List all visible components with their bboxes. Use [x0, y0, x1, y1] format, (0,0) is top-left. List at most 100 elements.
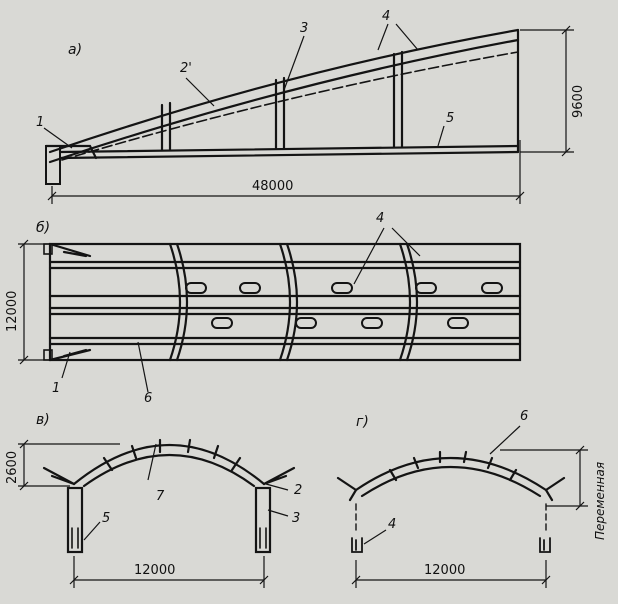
g-callout-4: 4	[388, 517, 396, 532]
a-leader-4	[377, 23, 419, 51]
a-length-ext-lines	[51, 140, 521, 204]
b-skylight	[415, 282, 437, 294]
b-skylight	[295, 317, 317, 329]
v-span-ticks	[69, 575, 269, 585]
g-arch-outer	[354, 457, 548, 492]
a-length-ticks	[47, 191, 525, 201]
b-width-dimension: 12000	[5, 291, 20, 332]
v-left-wing	[42, 466, 76, 486]
g-arch-ribs	[388, 450, 518, 482]
view-v-section	[42, 438, 296, 554]
g-span-dimension: 12000	[424, 563, 465, 578]
b-skylight	[481, 282, 503, 294]
b-left-end-detail	[48, 242, 92, 362]
v-section-label: в)	[36, 412, 50, 428]
a-bottom-chord-bottom	[58, 150, 520, 160]
b-skylight	[185, 282, 207, 294]
b-skylights	[185, 282, 503, 329]
g-right-column-stub	[539, 537, 551, 553]
b-skylight	[211, 317, 233, 329]
a-bottom-chord-top	[58, 144, 520, 154]
g-section-label: г)	[356, 414, 369, 430]
a-callout-3: 3	[300, 21, 308, 36]
a-callout-2: 2'	[180, 61, 192, 76]
a-arch-mid	[48, 38, 520, 164]
a-strut-1	[160, 101, 172, 152]
v-right-column	[254, 486, 272, 554]
v-leader-7	[147, 443, 157, 481]
g-variable-ext-lines	[500, 449, 588, 507]
b-callout-4: 4	[376, 211, 384, 226]
a-height-ext-lines	[520, 29, 574, 153]
b-skylight	[239, 282, 261, 294]
b-callout-6: 6	[144, 391, 152, 406]
a-leader-3	[283, 35, 305, 91]
v-left-column	[66, 486, 84, 554]
v-callout-7: 7	[156, 489, 165, 504]
v-arch-inner	[82, 454, 256, 488]
g-center-lines	[355, 503, 547, 531]
v-span-ext-lines	[73, 556, 265, 588]
a-strut-3	[392, 50, 404, 149]
b-arch-1	[168, 242, 189, 362]
a-leader-2	[185, 77, 215, 107]
a-height-dimension: 9600	[571, 85, 586, 118]
v-callout-2: 2	[294, 483, 302, 498]
b-leader-6	[137, 341, 149, 393]
b-outline	[48, 242, 522, 362]
b-arch-3	[398, 242, 419, 362]
g-span-ticks	[351, 575, 551, 585]
v-arch-ribs	[102, 438, 242, 472]
g-left-column-stub	[351, 537, 363, 553]
v-callout-5: 5	[102, 511, 110, 526]
a-height-ticks	[561, 25, 571, 157]
b-skylight	[361, 317, 383, 329]
g-wings	[336, 476, 566, 502]
g-span-ext-lines	[355, 560, 547, 588]
b-skylight	[447, 317, 469, 329]
v-leader-3	[267, 509, 289, 517]
g-arch-inner	[360, 466, 542, 498]
b-skylight	[331, 282, 353, 294]
v-leader-2	[265, 483, 289, 491]
a-dimension-lines	[43, 23, 574, 204]
view-b-plan	[43, 242, 522, 362]
b-rib-3	[48, 306, 522, 316]
a-section-label: а)	[68, 42, 82, 58]
g-dimension-lines	[351, 425, 588, 588]
v-column-details	[71, 527, 267, 549]
v-span-dimension: 12000	[134, 563, 175, 578]
v-arch-outer	[72, 443, 266, 486]
v-right-wing	[262, 466, 296, 486]
v-dimension-lines	[18, 439, 289, 588]
b-width-ticks	[19, 239, 29, 365]
g-variable-ticks	[575, 445, 585, 511]
b-leader-1	[61, 351, 71, 379]
v-rise-ext-lines	[18, 443, 120, 487]
v-rise-ticks	[19, 439, 29, 491]
v-callout-3: 3	[292, 511, 300, 526]
a-leader-5	[437, 125, 445, 147]
a-callout-5: 5	[446, 111, 454, 126]
v-leader-5	[83, 521, 101, 541]
b-section-label: б)	[36, 220, 50, 236]
v-rise-dimension: 2600	[5, 451, 20, 484]
a-callout-1: 1	[36, 115, 44, 130]
a-leader-1	[43, 127, 73, 149]
view-a-elevation	[44, 28, 520, 185]
view-g-section	[336, 450, 566, 553]
g-leader-6	[489, 425, 521, 455]
a-length-dimension: 48000	[252, 179, 293, 194]
a-arch-inner	[61, 51, 519, 161]
g-variable-dimension: Переменная	[593, 462, 607, 540]
b-dimension-lines	[18, 227, 421, 393]
g-callout-6: 6	[520, 409, 528, 424]
a-callout-4: 4	[382, 9, 390, 24]
b-callout-1: 1	[52, 381, 60, 396]
b-arch-2	[278, 242, 299, 362]
a-support-node	[44, 144, 98, 160]
g-leader-4	[363, 529, 387, 545]
